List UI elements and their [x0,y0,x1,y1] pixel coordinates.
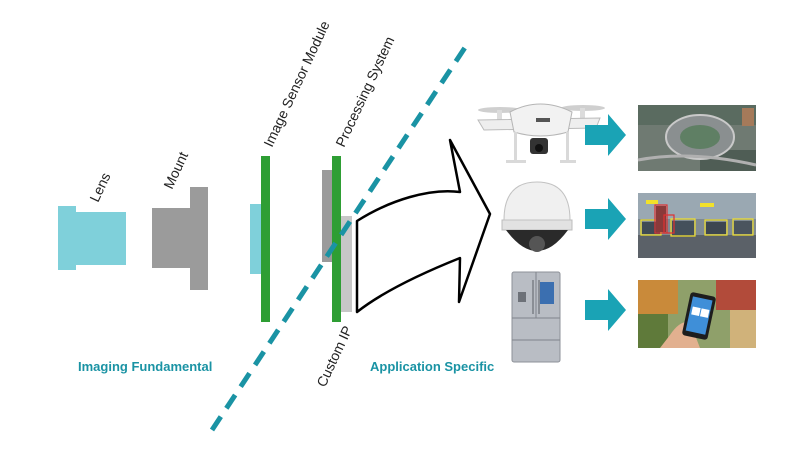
drone-icon [477,103,605,163]
grocery-phone-app-image [638,280,756,348]
teal-arrow-1 [585,114,626,156]
dome-camera-icon [501,181,573,252]
mount-body [152,208,192,268]
outline-arrow [355,138,492,314]
application-specific-label: Application Specific [370,359,494,374]
image-sensor-module-label: Image Sensor Module [260,18,332,149]
processing-system-shape [322,156,352,322]
aerial-stadium-image [637,105,757,171]
refrigerator-icon [511,271,561,363]
lens-label: Lens [86,170,113,204]
mount-flange [190,187,208,290]
processing-block [322,170,333,262]
street-object-detection-image [638,193,756,258]
lens-body [74,212,126,265]
processing-system-label: Processing System [332,34,397,149]
lens-shape [58,206,126,270]
sensor-filter [250,204,261,274]
lens-rim [58,206,76,270]
teal-arrow-2 [585,198,626,240]
processing-system-bar [332,156,341,322]
teal-arrow-3 [585,289,626,331]
custom-ip-block [341,216,352,312]
mount-label: Mount [160,149,191,191]
image-sensor-bar [261,156,270,322]
custom-ip-label: Custom IP [313,323,355,389]
image-sensor-module-shape [250,156,270,322]
mount-shape [152,187,208,290]
imaging-fundamental-label: Imaging Fundamental [78,359,212,374]
